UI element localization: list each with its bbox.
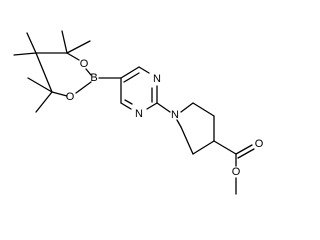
atom-label-oxygen: O xyxy=(80,58,89,70)
carbonyl-bond-inner xyxy=(237,148,255,159)
molecule-drawing: O B O N N N O O xyxy=(13,30,264,195)
bond xyxy=(138,66,150,74)
atom-label-oxygen: O xyxy=(255,138,264,150)
atom-label-boron: B xyxy=(90,72,97,84)
methyl-bond xyxy=(35,91,53,113)
atom-label-oxygen: O xyxy=(232,166,241,178)
methyl-bond xyxy=(61,30,68,54)
bond xyxy=(180,102,194,113)
aryl-nitrogen-bond xyxy=(156,102,171,113)
bond xyxy=(66,52,80,61)
bond xyxy=(192,140,215,155)
pyrimidine-ring xyxy=(120,66,158,110)
bond xyxy=(120,102,132,110)
dioxaborolane-ring xyxy=(13,30,92,113)
double-bond-inner xyxy=(124,99,133,105)
atom-label-nitrogen: N xyxy=(135,108,143,120)
bond xyxy=(146,102,158,110)
bond xyxy=(213,140,237,155)
double-bond-inner xyxy=(123,72,140,83)
methyl-bond xyxy=(26,32,37,54)
bond xyxy=(85,68,92,76)
methyl-bond xyxy=(66,40,91,54)
bond xyxy=(75,81,92,94)
methyl-ester xyxy=(213,140,255,195)
bond xyxy=(35,52,53,93)
bond xyxy=(51,91,68,97)
atom-label-oxygen: O xyxy=(66,91,75,103)
carbonyl-bond xyxy=(235,144,253,155)
structure-diagram: O B O N N N O O xyxy=(13,30,264,195)
bond xyxy=(192,102,215,117)
atom-label-nitrogen: N xyxy=(153,73,161,85)
piperidine-ring xyxy=(176,102,215,155)
methyl-bond xyxy=(27,77,53,93)
bond xyxy=(120,66,140,79)
atom-label-nitrogen: N xyxy=(171,109,179,121)
methyl-bond xyxy=(13,52,37,56)
bond xyxy=(180,126,194,155)
bond xyxy=(176,119,182,128)
